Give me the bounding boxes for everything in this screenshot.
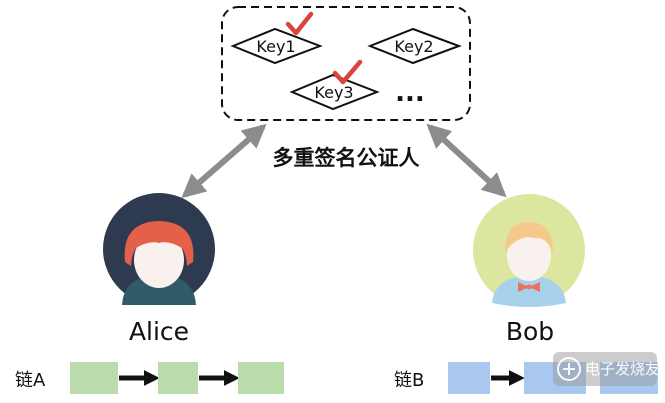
bob-shoulders xyxy=(492,276,566,307)
alice-face xyxy=(134,232,184,288)
bob-notary-arrow xyxy=(426,123,507,198)
key-node: Key2 xyxy=(367,27,462,65)
check-mark-icon xyxy=(332,59,363,85)
key-diamond xyxy=(367,27,462,65)
alice-bangs xyxy=(133,231,185,250)
notary-title: 多重签名公证人 xyxy=(273,146,420,170)
chain-a-block xyxy=(238,362,284,394)
check-mark-icon xyxy=(285,11,314,36)
notary-key-group: Key1 Key2 Key3 ... xyxy=(221,6,471,121)
chain-b-block xyxy=(448,362,490,394)
alice-shoulders xyxy=(122,275,196,305)
alice-notary-arrow xyxy=(181,123,267,199)
watermark: 电子发烧友 xyxy=(553,352,660,386)
bob-avatar xyxy=(473,194,585,307)
watermark-backdrop xyxy=(553,352,657,386)
bob-hair xyxy=(505,222,553,252)
chain-a-block xyxy=(70,362,118,394)
key-label: Key1 xyxy=(256,37,295,56)
alice-avatar xyxy=(103,193,215,305)
key-diamond xyxy=(289,73,380,111)
key-label: Key2 xyxy=(394,37,433,56)
key-node: Key1 xyxy=(230,11,323,65)
chain-a: 链A xyxy=(15,362,284,394)
chain-a-label: 链A xyxy=(15,370,46,391)
bow-tie-knot xyxy=(526,284,532,290)
bob-name: Bob xyxy=(506,317,554,346)
notary-dashed-box xyxy=(221,6,471,121)
chain-b-label: 链B xyxy=(394,370,424,391)
chain-a-block xyxy=(158,362,198,394)
watermark-logo-cross xyxy=(563,363,575,375)
watermark-logo-icon xyxy=(557,357,581,381)
more-keys-ellipsis: ... xyxy=(395,78,425,108)
key-diamond xyxy=(230,27,323,65)
alice-hair xyxy=(124,221,194,266)
key-node: Key3 xyxy=(289,59,380,111)
bob-face xyxy=(507,231,551,281)
watermark-text: 电子发烧友 xyxy=(585,360,660,378)
key-label: Key3 xyxy=(314,83,353,102)
alice-name: Alice xyxy=(129,317,189,346)
